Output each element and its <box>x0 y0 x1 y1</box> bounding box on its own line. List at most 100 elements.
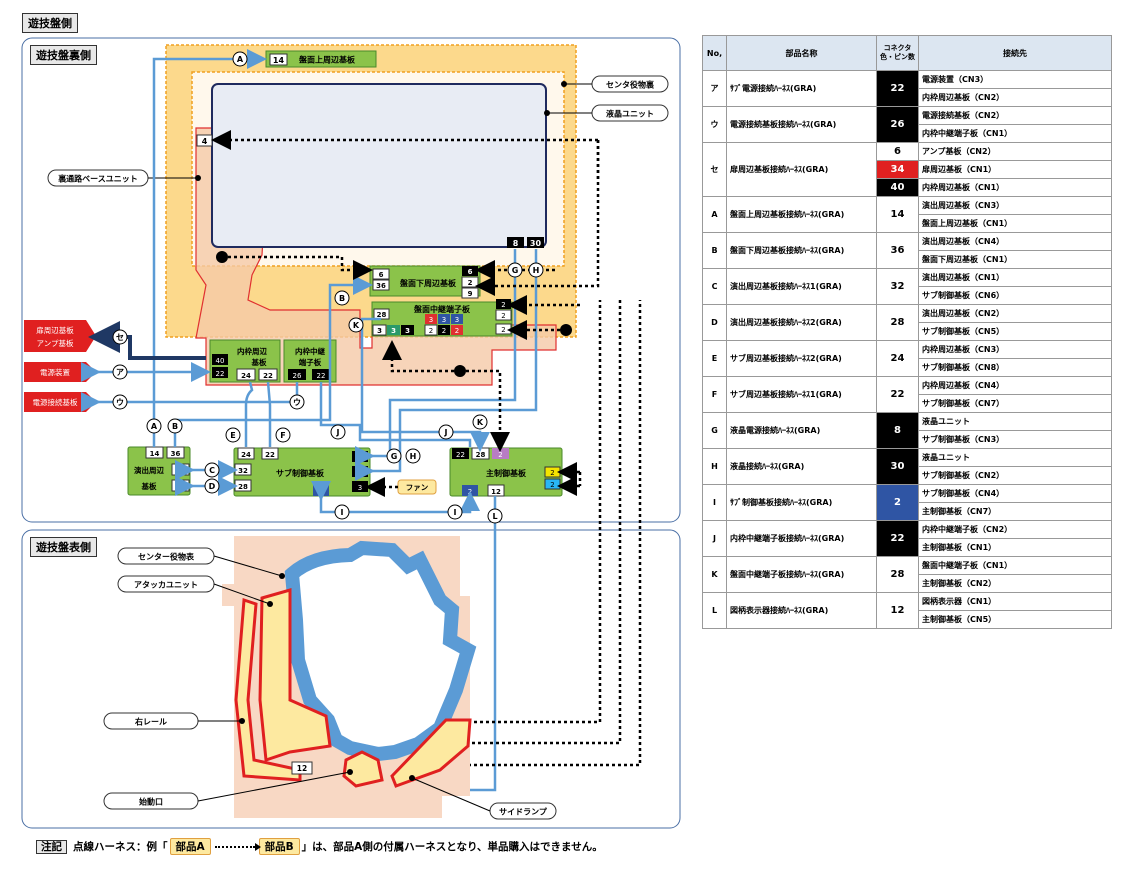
cell-no: B <box>702 232 727 269</box>
cell-part-name: 盤面下周辺基板接続ﾊｰﾈｽ(GRA) <box>726 232 877 269</box>
svg-text:3: 3 <box>405 327 410 335</box>
svg-text:6: 6 <box>379 271 384 279</box>
svg-text:32: 32 <box>238 467 248 475</box>
svg-text:2: 2 <box>319 488 323 496</box>
svg-text:扉周辺基板: 扉周辺基板 <box>36 325 74 335</box>
cell-dest: 内枠中継端子板（CN1） <box>918 124 1112 143</box>
svg-text:30: 30 <box>356 469 365 477</box>
top-board: 14 盤面上周辺基板 <box>265 50 377 68</box>
svg-text:サブ制御基板: サブ制御基板 <box>276 468 325 478</box>
relay-terminal-board: 盤面中継端子板 28 3 3 3 3 3 3 2 2 2 2 2 2 <box>371 299 513 337</box>
svg-text:G: G <box>512 266 519 275</box>
cell-part-name: 盤面上周辺基板接続ﾊｰﾈｽ(GRA) <box>726 196 877 233</box>
header-dest: 接続先 <box>918 35 1112 71</box>
frame-amp-box: 扉周辺基板 アンプ基板 <box>24 320 96 352</box>
inner-relay-board: 内枠中継 端子板 26 22 <box>283 339 337 383</box>
svg-text:電源接続基板: 電源接続基板 <box>33 397 78 407</box>
inner-frame-board: 内枠周辺 基板 40 22 24 22 <box>209 339 281 383</box>
cell-dest: 内枠周辺基板（CN2） <box>918 88 1112 107</box>
cell-dest: 演出周辺基板（CN3） <box>918 196 1112 215</box>
svg-text:22: 22 <box>265 451 275 459</box>
page-title: 遊技盤側 <box>22 13 78 33</box>
callout-center-back: センタ役物裏 <box>561 75 669 93</box>
cell-no: セ <box>702 142 727 197</box>
cell-pins: 34 <box>876 160 919 179</box>
header-no: No, <box>702 35 727 71</box>
cell-pins: 26 <box>876 106 919 143</box>
cell-dest: 内枠周辺基板（CN4） <box>918 376 1112 395</box>
attacker-unit <box>258 588 332 763</box>
cell-dest: アンプ基板（CN2） <box>918 142 1112 161</box>
wiring-diagram: 8 30 4 センタ役物裏 液晶ユニット 裏通路ベースユニット 14 盤面上周辺… <box>21 37 681 829</box>
cell-part-name: ｻﾌﾞ電源接続ﾊｰﾈｽ(GRA) <box>726 70 877 107</box>
svg-text:主制御基板: 主制御基板 <box>486 468 527 478</box>
callout-attacker: アタッカユニット <box>117 575 273 607</box>
cell-no: E <box>702 340 727 377</box>
cell-no: G <box>702 412 727 449</box>
svg-text:端子板: 端子板 <box>299 357 322 367</box>
svg-text:28: 28 <box>377 311 387 319</box>
cell-dest: 盤面中継端子板（CN1） <box>918 556 1112 575</box>
effect-board: 14 36 演出周辺 基板 32 28 <box>127 446 191 496</box>
cell-part-name: 扉周辺基板接続ﾊｰﾈｽ(GRA) <box>726 142 877 197</box>
cell-dest: 主制御基板（CN1） <box>918 538 1112 557</box>
note-tag: 注記 <box>36 840 67 854</box>
cell-pins: 6 <box>876 142 919 161</box>
svg-text:26: 26 <box>293 372 302 380</box>
cell-dest: 電源装置（CN3） <box>918 70 1112 89</box>
cell-pins: 30 <box>876 448 919 485</box>
cell-pins: 22 <box>876 376 919 413</box>
svg-text:8: 8 <box>358 454 362 462</box>
cell-dest: サブ制御基板（CN5） <box>918 322 1112 341</box>
svg-text:14: 14 <box>273 56 285 65</box>
cell-no: ウ <box>702 106 727 143</box>
cell-pins: 22 <box>876 70 919 107</box>
svg-text:C: C <box>209 466 215 475</box>
cell-part-name: サブ周辺基板接続ﾊｰﾈｽ2(GRA) <box>726 340 877 377</box>
svg-text:アンプ基板: アンプ基板 <box>37 338 74 348</box>
svg-text:K: K <box>477 418 484 427</box>
cell-pins: 12 <box>876 592 919 629</box>
svg-text:24: 24 <box>241 372 251 380</box>
svg-text:I: I <box>454 508 457 517</box>
callout-relay-base: 裏通路ベースユニット <box>47 169 201 187</box>
header-part-name: 部品名称 <box>726 35 877 71</box>
cell-part-name: 液晶電源接続ﾊｰﾈｽ(GRA) <box>726 412 877 449</box>
table-header: No, 部品名称 コネクタ色・ピン数 接続先 <box>702 35 1112 71</box>
svg-text:2: 2 <box>550 469 554 477</box>
svg-text:ウ: ウ <box>293 398 301 407</box>
cell-dest: 盤面上周辺基板（CN1） <box>918 214 1112 233</box>
cell-dest: 主制御基板（CN5） <box>918 610 1112 629</box>
cell-no: K <box>702 556 727 593</box>
svg-text:H: H <box>410 452 417 461</box>
svg-text:2: 2 <box>455 327 459 335</box>
svg-text:センタ役物裏: センタ役物裏 <box>606 80 655 90</box>
svg-text:L: L <box>492 512 497 521</box>
cell-dest: 主制御基板（CN7） <box>918 502 1112 521</box>
svg-text:3: 3 <box>391 327 396 335</box>
cell-no: L <box>702 592 727 629</box>
svg-text:14: 14 <box>150 450 160 458</box>
svg-text:液晶ユニット: 液晶ユニット <box>606 109 654 119</box>
svg-text:22: 22 <box>263 372 273 380</box>
callout-right-rail: 右レール <box>103 712 245 730</box>
svg-text:盤面中継端子板: 盤面中継端子板 <box>413 304 471 314</box>
svg-text:電源装置: 電源装置 <box>40 367 70 377</box>
cell-dest: 演出周辺基板（CN1） <box>918 268 1112 287</box>
cell-part-name: 液晶接続ﾊｰﾈｽ(GRA) <box>726 448 877 485</box>
svg-text:2: 2 <box>550 481 554 489</box>
svg-text:ファン: ファン <box>406 483 429 492</box>
cell-pins: 40 <box>876 178 919 197</box>
svg-text:22: 22 <box>456 451 465 459</box>
cell-dest: 液晶ユニット <box>918 412 1112 431</box>
svg-text:I: I <box>341 508 344 517</box>
svg-text:D: D <box>209 482 216 491</box>
cell-pins: 14 <box>876 196 919 233</box>
svg-text:32: 32 <box>176 467 186 475</box>
svg-text:2: 2 <box>429 327 433 335</box>
section-back-label: 遊技盤裏側 <box>30 45 97 65</box>
svg-text:J: J <box>444 428 448 437</box>
